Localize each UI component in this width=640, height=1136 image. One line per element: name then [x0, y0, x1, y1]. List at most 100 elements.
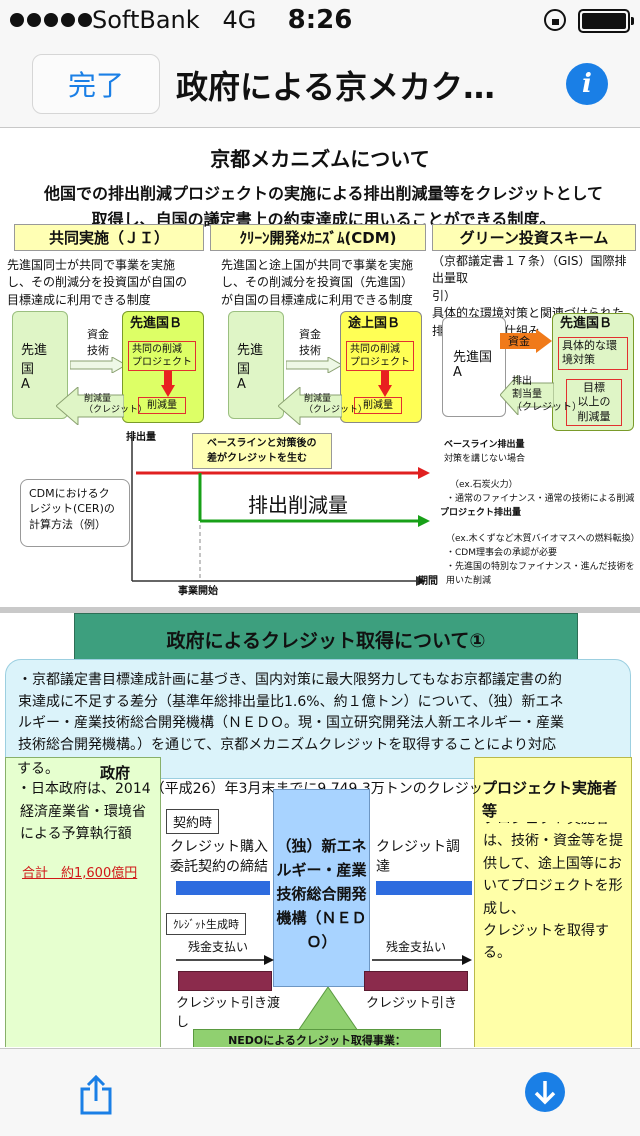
- cdm-country-b: [340, 311, 422, 423]
- gis-credit-arrow-icon: [500, 375, 554, 415]
- graph-y-label: 排出量: [126, 432, 156, 443]
- nedo-box: （独）新エネルギー・産業技術総合開発機構（ＮＥＤＯ）: [273, 789, 370, 987]
- government-total: 合計 約1,600億円: [22, 866, 138, 881]
- graph-x-label: 期間: [418, 576, 438, 587]
- x-axis-arrow-icon: [416, 576, 426, 586]
- cdm-credit-label: 削減量 （クレジット）: [304, 394, 368, 416]
- project-note-2: ・先進国の特別なファイナンス・進んだ技術を: [446, 562, 635, 572]
- slide1-title: 京都メカニズムについて: [210, 147, 430, 171]
- status-bar: SoftBank 4G 8:26: [0, 0, 640, 40]
- project-note-1: ・CDM理事会の承認が必要: [446, 548, 557, 558]
- ji-fund-label: 資金 技術: [87, 328, 109, 357]
- pay-right-arrow-icon: [372, 955, 472, 965]
- contract-right-bar: [376, 881, 472, 895]
- bottom-toolbar: [0, 1048, 640, 1136]
- cdm-credit-graph: [131, 437, 430, 586]
- gis-country-b: [552, 313, 634, 431]
- ji-reduction-label: 削減量: [138, 397, 186, 414]
- battery-icon: [578, 9, 634, 33]
- contract-left-bar: [176, 881, 270, 895]
- nedo-callout-pointer-icon: [298, 987, 358, 1031]
- gis-country-b-title: 先進国Ｂ: [560, 316, 613, 331]
- done-button[interactable]: 完了: [32, 54, 160, 114]
- gis-credit-label: 排出 割当量 （クレジット）: [512, 376, 582, 413]
- cdm-credit-arrow-icon: [278, 387, 342, 425]
- cdm-reduction-label: 削減量: [354, 397, 402, 414]
- slide2-intro-line: ルギー・産業技術総合開発機構（ＮＥＤＯ。現・国立研究開発法人新エネルギー・産業: [18, 715, 564, 732]
- orientation-lock-icon: [544, 9, 566, 31]
- download-icon[interactable]: [524, 1071, 566, 1113]
- slide2-intro-line: 技術総合開発機構。）を通じて、京都メカニズムクレジットを取得することにより対応: [18, 737, 557, 754]
- share-icon[interactable]: [78, 1075, 114, 1115]
- contract-right-label: クレジット調 達: [376, 839, 460, 876]
- pay-right-label: 残金支払い: [386, 940, 447, 954]
- baseline-sub: 対策を講じない場合: [444, 454, 526, 464]
- cdm-desc-line: 先進国と途上国が共同で事業を実施: [221, 258, 414, 272]
- generation-tag: ｸﾚｼﾞｯﾄ生成時: [166, 913, 246, 935]
- transfer-left-label: クレジット引き渡 し: [176, 996, 281, 1030]
- navigation-bar: 完了 政府による京メカク… i: [0, 40, 640, 128]
- implementer-title: プロジェクト実施者等: [482, 777, 628, 822]
- cdm-project-label: 共同の削減 プロジェクト: [346, 341, 414, 371]
- slide2-intro-line: ・京都議定書目標達成計画に基づき、国内対策に最大限努力してもなお京都議定書の約: [18, 672, 562, 688]
- cdm-fund-label: 資金 技術: [299, 328, 321, 357]
- transfer-left-bar: [178, 971, 272, 991]
- gis-country-a: 先進国 A: [442, 317, 506, 417]
- carrier-network: SoftBank 4G: [92, 6, 257, 34]
- slide2-title: 政府によるクレジット取得について①: [74, 613, 578, 665]
- cdm-country-b-title: 途上国Ｂ: [348, 316, 401, 331]
- gis-header: グリーン投資スキーム: [432, 224, 636, 251]
- ji-fund-arrow-icon: [70, 357, 126, 373]
- baseline-note: ・通常のファイナンス・通常の技術による削減: [446, 494, 635, 504]
- status-time: 8:26: [287, 5, 353, 35]
- ji-description: 先進国同士が共同で事業を実施 し、その削減分を投資国が自国の 目標達成に利用でき…: [7, 257, 207, 309]
- contract-tag: 契約時: [166, 809, 220, 834]
- gis-desc-line: （京都議定書１７条）（GIS）国際排出量取: [432, 254, 627, 286]
- cdm-down-arrow-icon: [378, 371, 392, 397]
- government-column: [5, 757, 161, 1047]
- baseline-example: （ex.石炭火力）: [450, 480, 518, 490]
- cdm-description: 先進国と途上国が共同で事業を実施 し、その削減分を投資国（先進国） が自国の目標…: [221, 257, 425, 309]
- ji-credit-label: 削減量 （クレジット）: [84, 394, 148, 416]
- project-arrow-icon: [418, 515, 430, 527]
- implementer-desc: プロジェクト実施者は、技術・資金等を提供して、途上国等においてプロジェクトを形成…: [483, 811, 623, 962]
- cdm-header: ｸﾘｰﾝ開発ﾒｶﾆｽﾞﾑ(CDM): [210, 224, 426, 251]
- cdm-desc-line: が自国の目標達成に利用できる制度: [221, 292, 413, 307]
- slide1-intro-line1: 他国での排出削減プロジェクトの実施による排出削減量等をクレジットとして: [43, 184, 604, 203]
- contract-left-label: クレジット購入 委託契約の締結: [170, 839, 268, 876]
- graph-x-tick: 事業開始: [178, 586, 218, 597]
- ji-country-b: [122, 311, 204, 423]
- transfer-right-label: クレジット引き: [366, 996, 458, 1011]
- ji-desc-line: 目標達成に利用できる制度: [7, 292, 151, 307]
- project-note-3: 用いた削減: [446, 576, 492, 586]
- gis-desc-line: 引）: [432, 288, 457, 303]
- ji-country-b-title: 先進国Ｂ: [130, 316, 183, 331]
- slide1-intro: 他国での排出削減プロジェクトの実施による排出削減量等をクレジットとして 取得し、…: [36, 181, 611, 232]
- page-divider: [0, 607, 640, 613]
- pay-left-label: 残金支払い: [188, 940, 249, 954]
- slide2-intro-line: する。: [17, 761, 59, 777]
- ji-desc-line: し、その削減分を投資国が自国の: [7, 275, 188, 290]
- cdm-fund-arrow-icon: [286, 357, 342, 373]
- credit-callout: ベースラインと対策後の 差がクレジットを生む: [192, 433, 332, 469]
- ji-project-label: 共同の削減 プロジェクト: [128, 341, 196, 371]
- document-viewer[interactable]: 京都メカニズムについて 他国での排出削減プロジェクトの実施による排出削減量等をク…: [0, 129, 640, 1047]
- gis-fund-arrow-icon: [500, 329, 552, 353]
- government-desc: 経済産業省・環境省 による予算執行額: [20, 804, 146, 843]
- gis-fund-label: 資金: [508, 335, 530, 348]
- ji-credit-arrow-icon: [56, 387, 124, 425]
- cdm-desc-line: し、その削減分を投資国（先進国）: [221, 275, 414, 290]
- info-icon[interactable]: i: [566, 63, 608, 105]
- transfer-right-bar: [364, 971, 468, 991]
- ji-header: 共同実施（ＪＩ）: [14, 224, 204, 251]
- reduction-label: 排出削減量: [248, 493, 348, 517]
- cdm-country-a: 先進国 A: [228, 311, 284, 419]
- ji-country-a: 先進国 A: [12, 311, 68, 419]
- government-title: 政府: [100, 764, 131, 782]
- project-example: （ex.木くずなど木質バイオマスへの燃料転換）: [446, 534, 640, 544]
- slide1-intro-line2: 取得し、自国の議定書上の約束達成に用いることができる制度。: [91, 209, 556, 229]
- nedo-callout: NEDOによるクレジット取得事業：: [193, 1029, 441, 1047]
- cdm-calc-box: CDMにおけるク レジット(CER)の 計算方法（例）: [20, 479, 130, 547]
- ji-down-arrow-icon: [161, 371, 175, 397]
- project-emission-title: プロジェクト排出量: [440, 508, 522, 518]
